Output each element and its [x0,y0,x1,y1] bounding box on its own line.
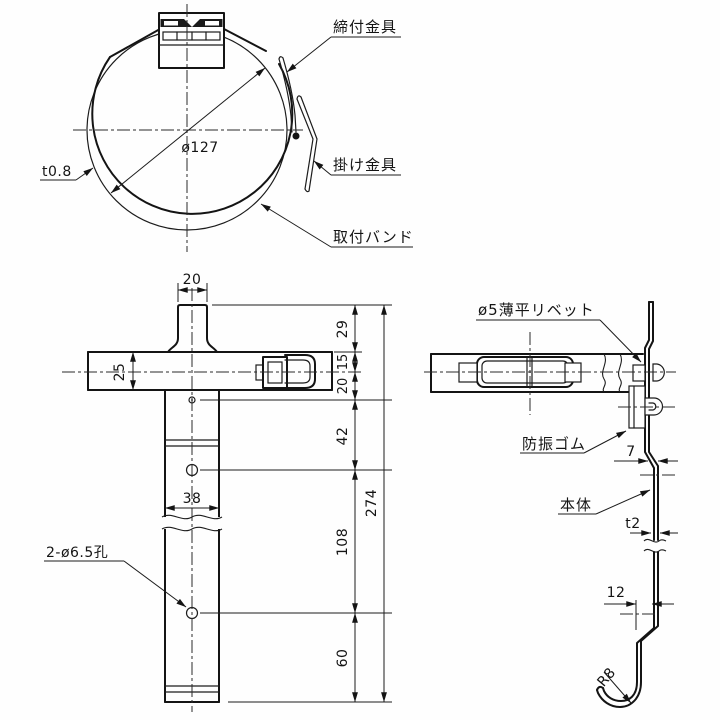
clamp-fitting-label: 締付金具 [333,18,397,36]
lever-pivot [292,132,300,140]
plate-thickness-dim: t2 [625,516,640,532]
dim-12: 12 [607,585,626,601]
side-view: ø5薄平リベット 防振ゴム 本体 7 t2 12 R8 [424,301,678,708]
overall-height-dim: 274 [364,489,380,517]
mounting-band-label: 取付バンド [333,228,414,246]
corner-radius-dim: R8 [594,665,619,690]
side-rivet [632,363,665,382]
dim-20: 20 [336,378,351,395]
band-top-view: ø127 t0.8 締付金具 掛け金具 取付バンド [40,4,414,252]
mounting-band-outline [91,56,294,215]
clamp-lever [278,56,318,193]
band-tangent-right [223,28,267,52]
body-callout-label: 本体 [560,496,592,514]
side-body-plate [596,301,667,708]
band-tangent-left [109,28,161,58]
band-height-dim: 25 [112,363,128,382]
break-line [161,526,223,532]
hook-fitting-label: 掛け金具 [333,156,397,174]
dim-7: 7 [626,444,635,460]
dim-42: 42 [335,427,351,446]
dim-60: 60 [335,649,351,668]
dim-108: 108 [335,528,351,556]
side-band [430,353,644,393]
dim-29: 29 [335,320,351,339]
front-view: 20 25 38 29 15 20 42 108 60 274 2-ø6.5孔 [44,272,392,712]
stub-width-dim: 20 [183,272,202,288]
body-width-dim: 38 [183,491,202,507]
diameter-dim-label: ø127 [181,140,218,156]
dim-15: 15 [336,354,351,371]
band-thickness-label: t0.8 [42,164,72,180]
mount-block-top [158,12,225,69]
rivet-callout-label: ø5薄平リベット [478,301,595,319]
rubber-callout-label: 防振ゴム [522,435,586,453]
holes-callout-label: 2-ø6.5孔 [46,545,108,561]
diameter-dim-line [110,67,266,194]
